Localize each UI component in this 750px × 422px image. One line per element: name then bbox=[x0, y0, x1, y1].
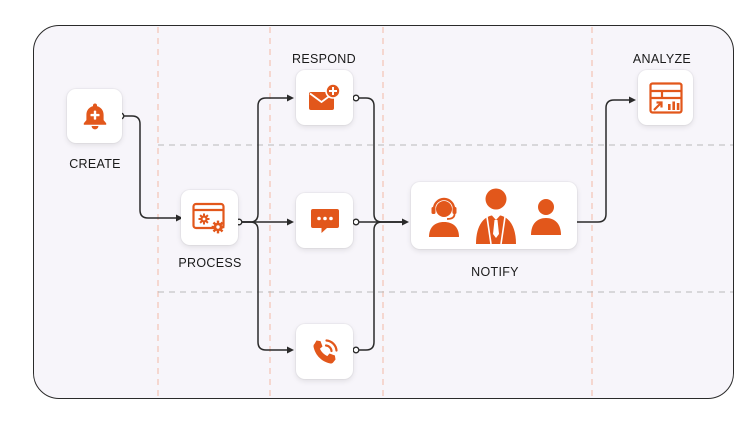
notify-label: NOTIFY bbox=[471, 265, 519, 279]
dashboard-chart-icon bbox=[648, 81, 683, 114]
headset-agent-icon bbox=[428, 197, 459, 237]
connector-email-notify bbox=[357, 97, 404, 223]
arrowheads bbox=[176, 94, 636, 354]
row-guides bbox=[158, 144, 733, 293]
process-label: PROCESS bbox=[178, 256, 242, 270]
create-node[interactable] bbox=[67, 89, 122, 143]
manager-icon bbox=[475, 188, 516, 244]
window-gears-icon bbox=[191, 202, 225, 233]
connector-create-process bbox=[122, 115, 178, 219]
user-icon bbox=[531, 198, 562, 235]
envelope-plus-icon bbox=[308, 82, 341, 110]
create-label: CREATE bbox=[69, 157, 121, 171]
phone-call-icon bbox=[312, 338, 338, 364]
connector-notify-analyze bbox=[576, 99, 630, 223]
analyze-label: ANALYZE bbox=[632, 52, 692, 66]
notify-node[interactable] bbox=[411, 182, 577, 249]
connector-process-respond-email bbox=[239, 97, 289, 223]
respond-chat-node[interactable] bbox=[296, 193, 353, 248]
column-guides bbox=[157, 27, 593, 397]
chat-bubble-icon bbox=[310, 208, 339, 233]
respond-label: RESPOND bbox=[292, 52, 356, 66]
connector-call-notify bbox=[357, 221, 404, 351]
respond-call-node[interactable] bbox=[296, 324, 353, 379]
connector-process-respond-call bbox=[239, 221, 289, 351]
bell-plus-icon bbox=[83, 103, 106, 130]
respond-email-node[interactable] bbox=[296, 70, 353, 125]
connectors bbox=[122, 97, 630, 351]
process-node[interactable] bbox=[181, 190, 238, 245]
analyze-node[interactable] bbox=[638, 70, 693, 125]
